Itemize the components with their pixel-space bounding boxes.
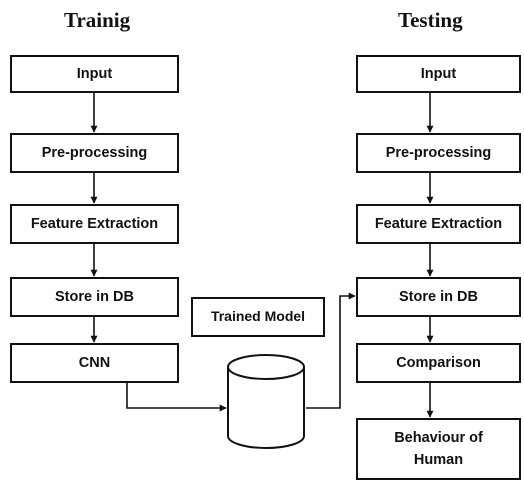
testing-title: Testing bbox=[398, 8, 463, 32]
test-store-in-db-box: Store in DB bbox=[356, 277, 521, 317]
train-cnn-box: CNN bbox=[10, 343, 179, 383]
test-feature-extraction-box: Feature Extraction bbox=[356, 204, 521, 244]
test-input-box: Input bbox=[356, 55, 521, 93]
test-comparison-box: Comparison bbox=[356, 343, 521, 383]
behaviour-line-1: Behaviour of bbox=[394, 429, 483, 446]
test-preprocessing-box: Pre-processing bbox=[356, 133, 521, 173]
training-title: Trainig bbox=[64, 8, 131, 32]
behaviour-line-2: Human bbox=[413, 452, 464, 468]
trained-model-label: Trained Model bbox=[191, 297, 325, 337]
train-store-in-db-box: Store in DB bbox=[10, 277, 179, 317]
database-cylinder-icon bbox=[227, 354, 305, 449]
test-behaviour-of-human-box: Behaviour of Human bbox=[356, 418, 521, 480]
train-preprocessing-box: Pre-processing bbox=[10, 133, 179, 173]
cnn-to-model-arrow bbox=[126, 383, 227, 412]
train-input-box: Input bbox=[10, 55, 179, 93]
train-feature-extraction-box: Feature Extraction bbox=[10, 204, 179, 244]
model-to-store-arrow bbox=[306, 292, 356, 409]
